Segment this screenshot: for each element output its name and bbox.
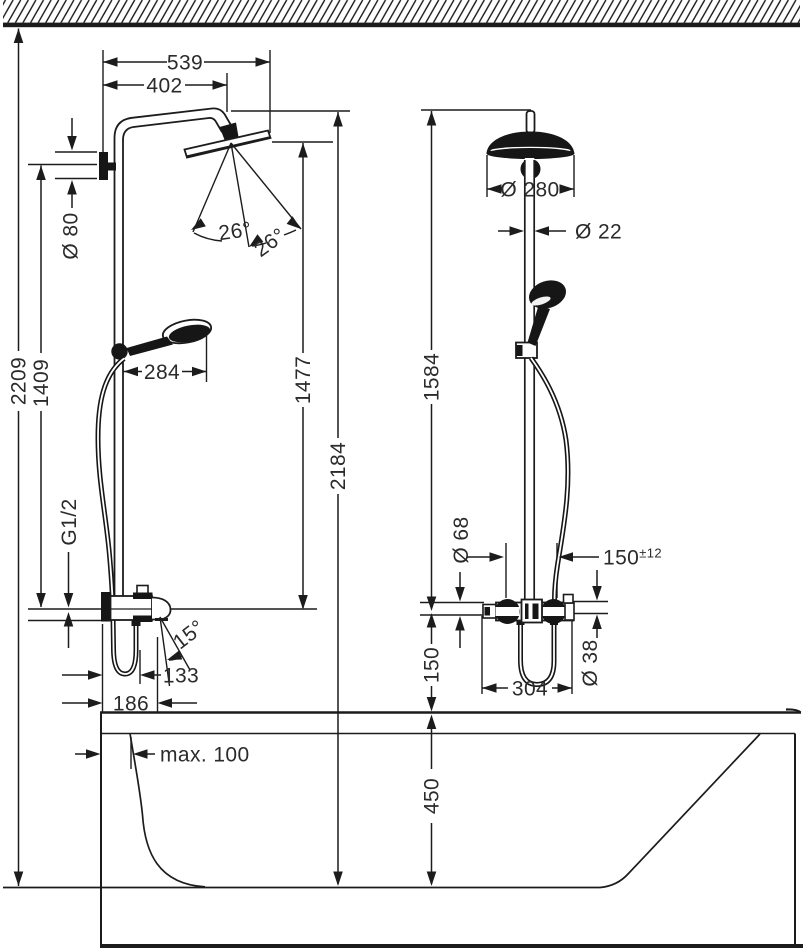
dim-o68-label: Ø 68 [450, 516, 473, 563]
spray-angle-left-label: 26° [217, 218, 253, 245]
dim-o80: Ø 80 [60, 118, 83, 260]
dim-o22: Ø 22 [498, 221, 622, 244]
tub-spout [151, 596, 172, 621]
dim-186-label: 186 [113, 693, 149, 716]
dim-539-label: 539 [167, 52, 203, 75]
dim-1584-label: 1584 [421, 353, 444, 401]
showerpipe-side-view [95, 107, 272, 677]
dim-g12-label: G1/2 [58, 498, 81, 545]
dim-450-label: 450 [421, 778, 444, 814]
thermostat-valve [482, 593, 575, 624]
spout-angle-label: 15° [169, 616, 209, 654]
showerpipe-front-view [482, 110, 575, 688]
dim-150tol-label: 150±12 [603, 546, 662, 570]
dim-133: 133 [62, 665, 199, 688]
overhead-shower-side [183, 129, 272, 159]
dim-o68: Ø 68 [450, 516, 504, 564]
dim-150-rim: 150 [421, 613, 444, 712]
dim-402-label: 402 [146, 75, 182, 98]
dim-1477: 1477 [292, 143, 315, 610]
pipe-front [524, 158, 535, 603]
dim-o280: Ø 280 [487, 179, 574, 202]
shower-hose-front [516, 356, 571, 688]
dim-150tol: 150±12 [558, 546, 662, 570]
dim-2209: 2209 [8, 28, 31, 886]
dim-o280-label: Ø 280 [500, 179, 559, 202]
spray-angle-right-label: 26° [250, 224, 290, 262]
tub-inner-left-wall [129, 733, 206, 888]
dim-max100-label: max. 100 [160, 744, 250, 767]
dim-1409: 1409 [30, 165, 53, 608]
dim-max100: max. 100 [75, 744, 250, 767]
wall-bracket [99, 152, 108, 180]
dim-304-label: 304 [512, 678, 548, 701]
dim-539: 539 [103, 52, 270, 75]
bath-spout-mixer [101, 584, 172, 622]
pipe-outer-edge [113, 107, 233, 596]
dim-150-rim-label: 150 [421, 647, 444, 683]
dim-284: 284 [123, 361, 207, 384]
handshower-side [111, 318, 213, 360]
dim-o38-label: Ø 38 [579, 639, 602, 686]
dim-o80-label: Ø 80 [60, 212, 83, 259]
dim-2184: 2184 [327, 112, 350, 886]
dim-2209-label: 2209 [8, 357, 31, 405]
shower-hose-side [95, 356, 141, 677]
dim-1584: 1584 [421, 111, 444, 611]
dim-1409-label: 1409 [30, 359, 53, 407]
dim-o22-label: Ø 22 [575, 221, 622, 244]
dim-133-label: 133 [163, 665, 199, 688]
dim-284-label: 284 [144, 361, 180, 384]
bathtub-outline [3, 708, 803, 948]
tub-inner-right-wall-and-floor [3, 733, 761, 889]
dim-186: 186 [62, 693, 197, 716]
spray-angle-dims: 26° 26° [188, 142, 304, 262]
dim-g12: G1/2 [58, 498, 81, 648]
dim-450: 450 [421, 714, 444, 886]
head-connector [219, 122, 239, 141]
dim-402: 402 [103, 75, 227, 98]
pipe-inner-edge [122, 117, 223, 596]
dim-2184-label: 2184 [327, 442, 350, 490]
dim-1477-label: 1477 [292, 356, 315, 404]
head-stem [525, 110, 536, 134]
ceiling-hatch [3, 0, 800, 28]
dim-o38: Ø 38 [455, 570, 602, 687]
dim-304: 304 [482, 678, 572, 701]
